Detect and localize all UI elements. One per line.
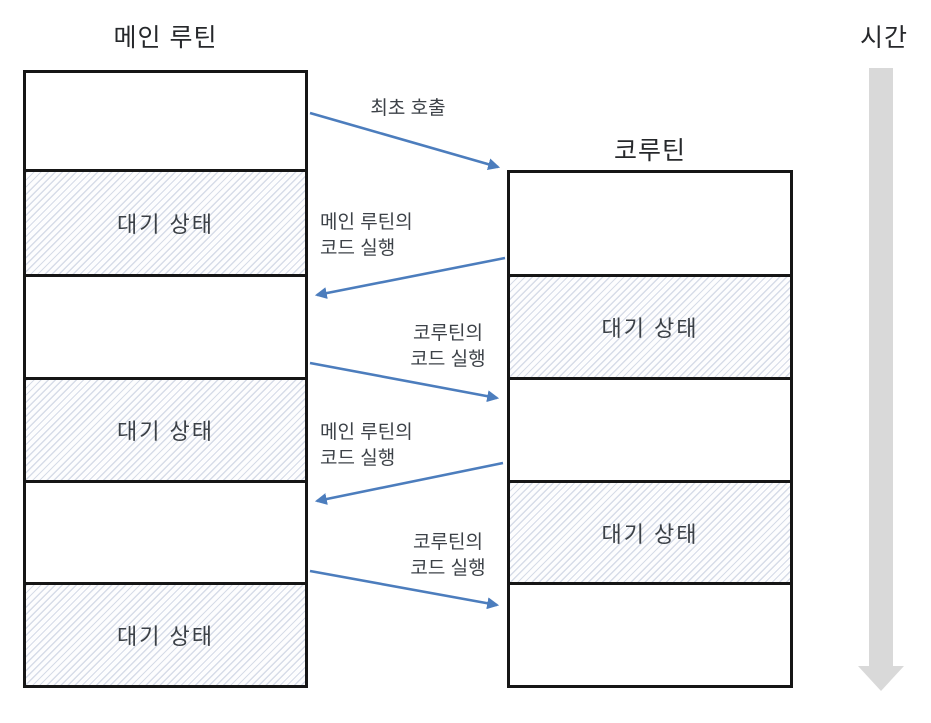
- main-routine-column: 대기 상태 대기 상태 대기 상태: [23, 70, 308, 688]
- coroutine-block-running: [510, 173, 790, 277]
- main-routine-block-running: [26, 277, 305, 380]
- coroutine-title: 코루틴: [613, 137, 686, 165]
- time-axis-label: 시간: [859, 24, 908, 52]
- coroutine-block-running: [510, 585, 790, 685]
- arrow-return-to-main-1: [314, 256, 506, 299]
- coroutine-column: 대기 상태 대기 상태: [507, 170, 793, 688]
- waiting-state-label: 대기 상태: [116, 624, 215, 649]
- main-routine-block-waiting: 대기 상태: [26, 585, 305, 685]
- main-routine-block-waiting: 대기 상태: [26, 380, 305, 483]
- main-routine-title: 메인 루틴: [113, 24, 218, 52]
- main-routine-block-running: [26, 483, 305, 585]
- waiting-state-label: 대기 상태: [116, 212, 215, 237]
- arrow-label-main-code-run-2: 메인 루틴의 코드 실행: [320, 422, 413, 469]
- coroutine-block-waiting: 대기 상태: [510, 277, 790, 380]
- coroutine-block-running: [510, 380, 790, 483]
- coroutine-block-waiting: 대기 상태: [510, 483, 790, 585]
- main-routine-block-running: [26, 73, 305, 172]
- arrow-label-main-code-run-1: 메인 루틴의 코드 실행: [320, 212, 413, 259]
- time-axis-arrow: [858, 68, 904, 691]
- waiting-state-label: 대기 상태: [116, 419, 215, 444]
- waiting-state-label: 대기 상태: [601, 521, 699, 547]
- waiting-state-label: 대기 상태: [601, 316, 699, 341]
- main-routine-block-waiting: 대기 상태: [26, 172, 305, 277]
- arrow-label-initial-call: 최초 호출: [370, 98, 446, 119]
- arrow-label-coroutine-code-run-1: 코루틴의 코드 실행: [410, 323, 486, 370]
- arrow-label-coroutine-code-run-2: 코루틴의 코드 실행: [410, 532, 486, 579]
